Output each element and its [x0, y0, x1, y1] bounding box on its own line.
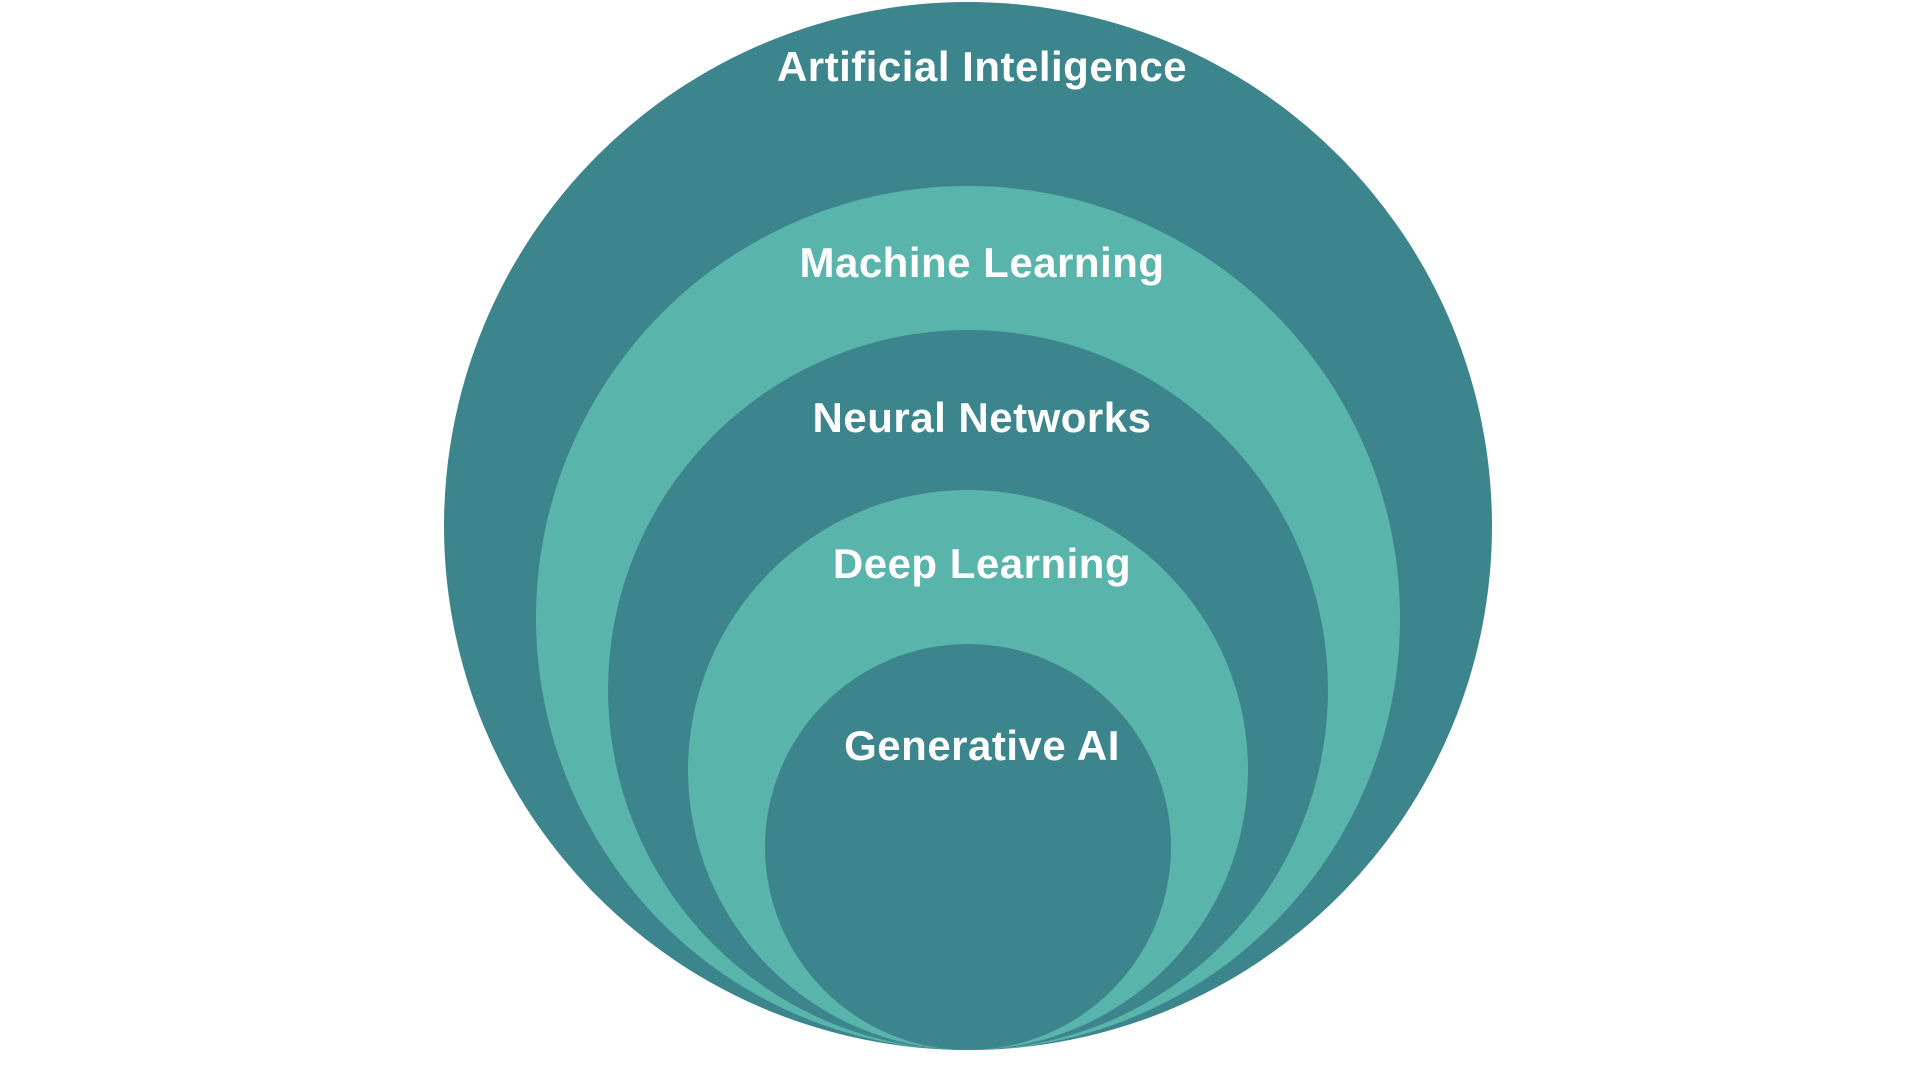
circle-generative-ai [765, 644, 1171, 1050]
label-machine-learning: Machine Learning [799, 239, 1165, 286]
label-generative-ai: Generative AI [844, 722, 1120, 769]
label-deep-learning: Deep Learning [832, 540, 1132, 587]
label-artificial-intelligence: Artificial Inteligence [776, 43, 1188, 90]
label-neural-networks: Neural Networks [812, 394, 1152, 441]
